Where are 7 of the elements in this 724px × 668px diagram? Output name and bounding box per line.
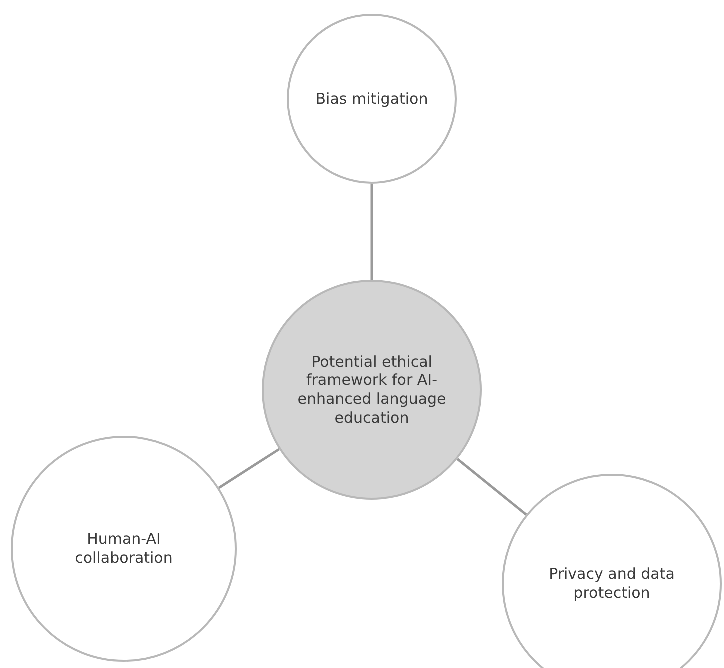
connector-line	[218, 448, 280, 490]
connector-line	[370, 184, 374, 280]
circle-label: Privacy and data protection	[548, 565, 676, 603]
connector-line	[456, 458, 528, 516]
circle-label: Bias mitigation	[316, 90, 428, 108]
circle-label: Human-AI collaboration	[74, 530, 174, 568]
circle-label: Potential ethical framework for AI-enhanced language education	[297, 352, 447, 428]
